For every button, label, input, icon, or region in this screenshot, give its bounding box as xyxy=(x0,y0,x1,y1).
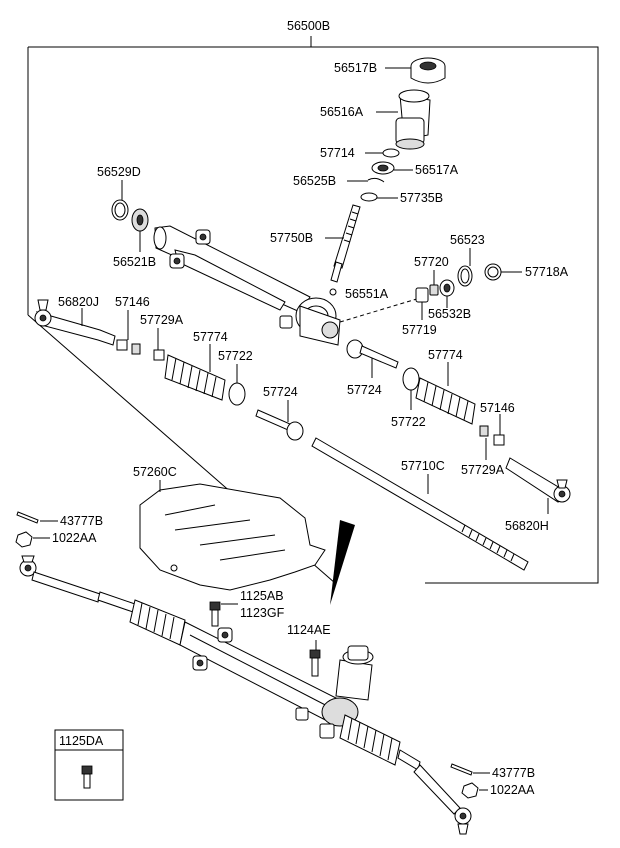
label-56529D: 56529D xyxy=(97,165,141,179)
label-57146-left: 57146 xyxy=(115,295,150,309)
label-56517B: 56517B xyxy=(334,61,377,75)
label-43777B-left: 43777B xyxy=(60,514,103,528)
part-56517B[interactable] xyxy=(410,57,446,84)
label-56820J: 56820J xyxy=(58,295,99,309)
label-43777B-right: 43777B xyxy=(492,766,535,780)
part-57720[interactable] xyxy=(429,284,439,296)
part-56525B[interactable] xyxy=(367,177,385,183)
label-57720: 57720 xyxy=(414,255,449,269)
label-1124AE: 1124AE xyxy=(287,623,331,637)
part-57146-right[interactable] xyxy=(493,434,505,446)
label-57729A-right: 57729A xyxy=(461,463,505,477)
part-57714[interactable] xyxy=(382,148,400,158)
part-43777B-left[interactable] xyxy=(16,511,39,524)
part-57724-right[interactable] xyxy=(346,339,399,369)
part-56820J[interactable] xyxy=(34,299,116,346)
part-57146-left[interactable] xyxy=(116,339,128,351)
label-57719: 57719 xyxy=(402,323,437,337)
part-56551A[interactable] xyxy=(329,288,337,296)
label-56500B: 56500B xyxy=(287,19,330,33)
part-57774-right[interactable] xyxy=(415,377,476,425)
part-57260C[interactable] xyxy=(139,483,326,591)
part-56529D[interactable] xyxy=(111,199,129,221)
label-57774-right: 57774 xyxy=(428,348,463,362)
label-56551A: 56551A xyxy=(345,287,389,301)
part-56516A[interactable] xyxy=(395,89,431,150)
part-57729A-left[interactable] xyxy=(131,343,141,355)
label-56525B: 56525B xyxy=(293,174,336,188)
part-57722-left[interactable] xyxy=(228,382,246,406)
label-57260C: 57260C xyxy=(133,465,177,479)
label-1022AA-left: 1022AA xyxy=(52,531,97,545)
label-57724-left: 57724 xyxy=(263,385,298,399)
part-57719[interactable] xyxy=(415,287,429,303)
label-56820H: 56820H xyxy=(505,519,549,533)
part-1125AB[interactable] xyxy=(209,601,221,627)
label-57722-left: 57722 xyxy=(218,349,253,363)
label-57729A-left: 57729A xyxy=(140,313,184,327)
part-56523[interactable] xyxy=(457,265,473,287)
label-1123GF: 1123GF xyxy=(240,606,285,620)
label-57718A: 57718A xyxy=(525,265,569,279)
assembly-frame xyxy=(28,46,599,584)
label-56523: 56523 xyxy=(450,233,485,247)
part-57750B[interactable] xyxy=(330,204,361,283)
label-56532B: 56532B xyxy=(428,307,471,321)
part-57724-left[interactable] xyxy=(255,409,304,441)
part-57710C[interactable] xyxy=(311,437,529,571)
label-57724-right: 57724 xyxy=(347,383,382,397)
part-57774-left[interactable] xyxy=(164,354,226,401)
part-57722-right[interactable] xyxy=(402,367,420,391)
label-57710C: 57710C xyxy=(401,459,445,473)
label-56517A: 56517A xyxy=(415,163,459,177)
label-1022AA-right: 1022AA xyxy=(490,783,535,797)
part-57718A[interactable] xyxy=(484,263,502,281)
part-1022AA-right[interactable] xyxy=(461,782,479,799)
part-assembled-gear[interactable] xyxy=(19,555,472,835)
label-1125DA: 1125DA xyxy=(59,734,104,748)
label-57722-right: 57722 xyxy=(391,415,426,429)
label-57146-right: 57146 xyxy=(480,401,515,415)
label-57774-left: 57774 xyxy=(193,330,228,344)
label-57750B: 57750B xyxy=(270,231,313,245)
arrow-wedge xyxy=(330,520,355,605)
label-56521B: 56521B xyxy=(113,255,156,269)
part-56532B[interactable] xyxy=(439,279,455,297)
part-43777B-right[interactable] xyxy=(450,763,473,776)
part-rack-housing[interactable] xyxy=(153,225,341,346)
part-56517A[interactable] xyxy=(371,161,395,175)
label-57735B: 57735B xyxy=(400,191,443,205)
label-56516A: 56516A xyxy=(320,105,364,119)
part-57729A-right[interactable] xyxy=(479,425,489,437)
part-1022AA-left[interactable] xyxy=(15,531,33,548)
part-56820H[interactable] xyxy=(505,457,571,503)
label-1125AB: 1125AB xyxy=(240,589,284,603)
part-57735B[interactable] xyxy=(360,192,378,202)
label-57714: 57714 xyxy=(320,146,355,160)
part-1124AE[interactable] xyxy=(309,649,321,677)
part-56521B[interactable] xyxy=(131,208,149,232)
legend-box-1125DA xyxy=(54,729,124,801)
